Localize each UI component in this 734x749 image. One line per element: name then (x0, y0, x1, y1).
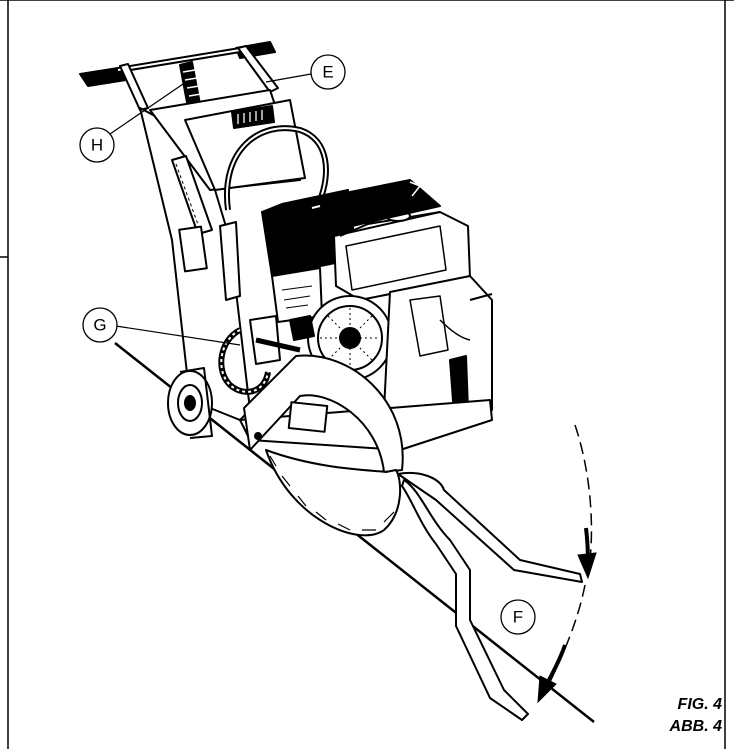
water-hose (218, 315, 315, 395)
callout-e: E (310, 54, 346, 90)
diamond-blade (265, 449, 402, 537)
pointer-arm (397, 472, 583, 721)
rotation-arrow (537, 424, 597, 704)
callout-f: F (500, 599, 536, 635)
callout-f-label: F (513, 608, 523, 627)
rear-wheel (167, 367, 213, 439)
callout-e-label: E (322, 63, 333, 82)
blade-guard (243, 354, 404, 473)
figure-label-de: ABB. 4 (669, 718, 722, 735)
callout-h: H (79, 127, 115, 163)
depth-gauge (171, 155, 213, 235)
callout-h-label: H (91, 136, 103, 155)
callout-g: G (82, 307, 118, 343)
callout-g-label: G (93, 316, 106, 335)
floor-saw-machine (79, 41, 583, 721)
engine (261, 179, 493, 429)
figure-label-en: FIG. 4 (677, 696, 722, 713)
leader-lines (109, 73, 312, 346)
